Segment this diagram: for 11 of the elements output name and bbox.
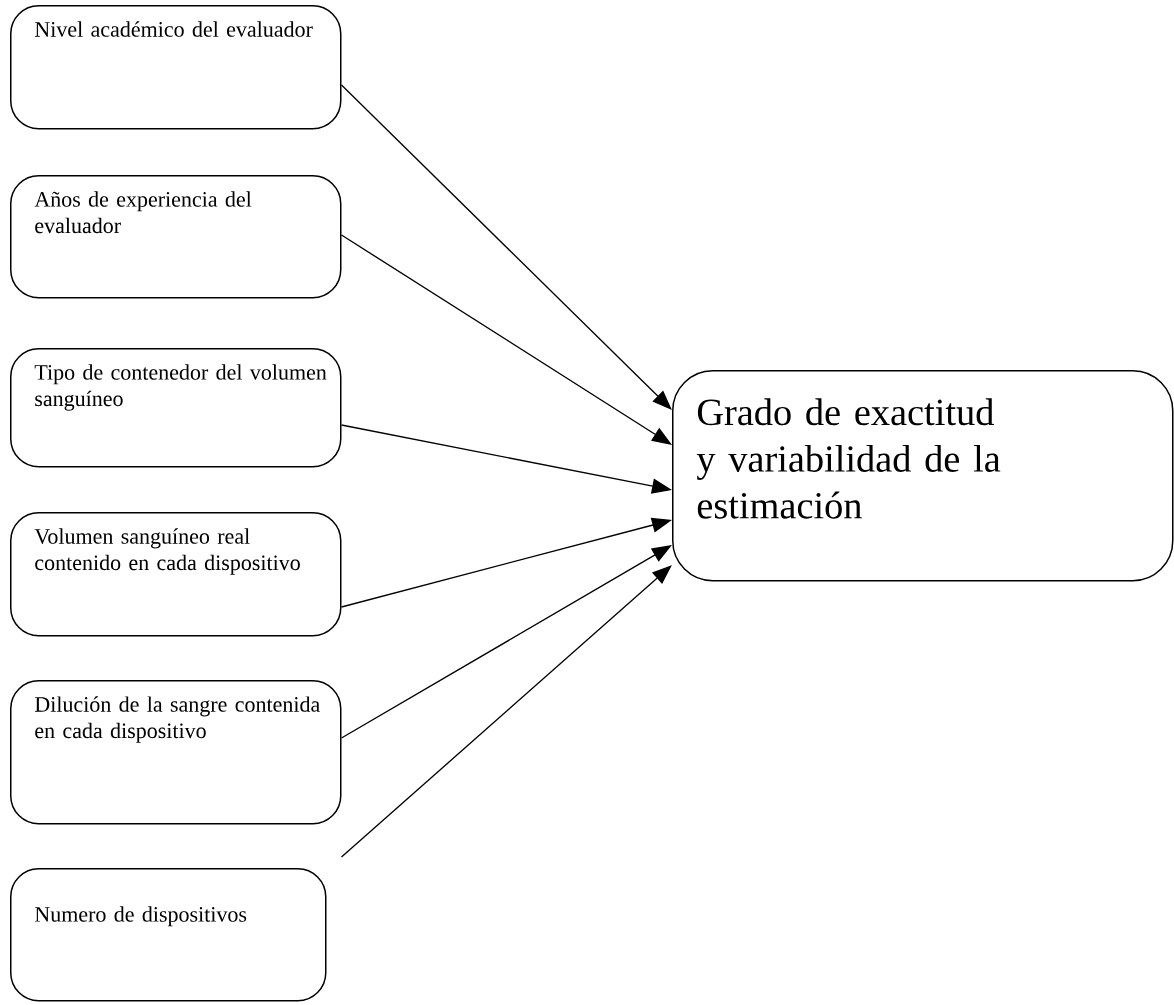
process-box: Años de experiencia del evaluador [10, 175, 342, 299]
process-box: Nivel académico del evaluador [10, 5, 342, 130]
process-box: Grado de exactitud y variabilidad de la estimación [672, 370, 1174, 582]
arrow [340, 234, 672, 445]
process-box: Volumen sanguíneo real contenido en cada dispositivo [10, 512, 342, 637]
process-box: Tipo de contenedor del volumen sanguíneo [10, 348, 342, 468]
arrow [340, 84, 672, 410]
arrow [340, 565, 672, 858]
process-box: Dilución de la sangre contenida en cada dispositivo [10, 680, 342, 825]
arrow [340, 545, 672, 739]
process-box: Numero de dispositivos [10, 868, 327, 1002]
